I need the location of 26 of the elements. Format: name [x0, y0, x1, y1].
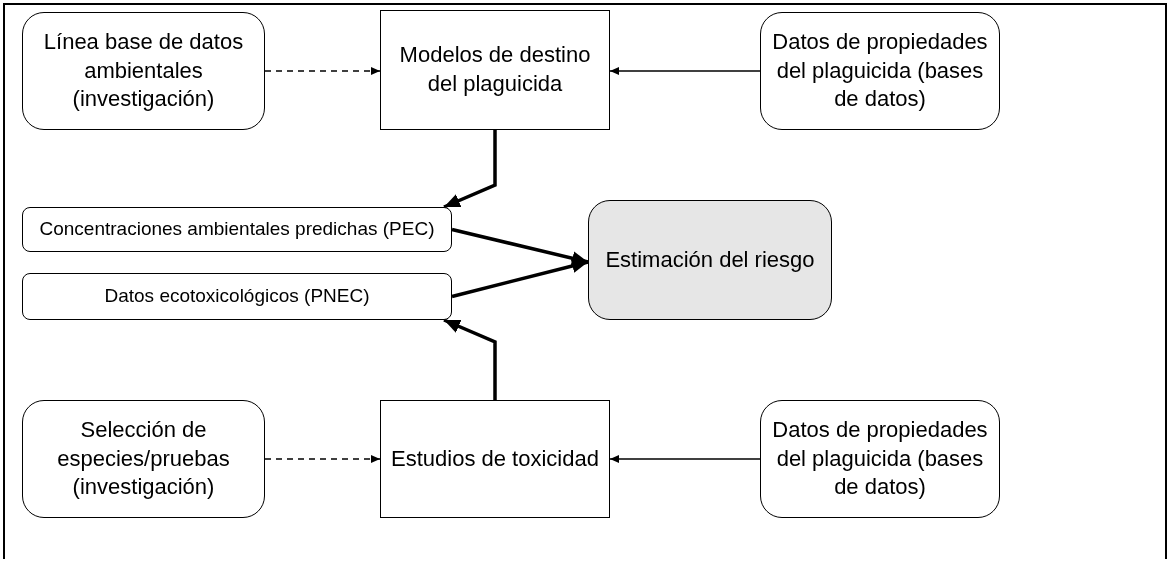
rounded-box — [760, 400, 1000, 518]
rounded-box — [22, 12, 265, 130]
arrow — [443, 130, 497, 209]
node-text: Modelos de destino del plaguicida — [398, 41, 592, 98]
process-box — [380, 10, 610, 130]
rounded-box — [588, 200, 832, 320]
node-text: Estudios de toxicidad — [391, 444, 599, 473]
arrow — [609, 455, 761, 463]
node-text: Datos de propiedades del plaguicida (bases de datos) — [771, 416, 989, 502]
arrow — [451, 227, 589, 266]
rounded-box — [22, 207, 452, 252]
rounded-box — [22, 400, 265, 518]
process-box — [380, 400, 610, 518]
node-text: Datos de propiedades del plaguicida (bases de datos) — [771, 28, 989, 114]
node-text: Concentraciones ambientales predichas (PEC) — [39, 217, 435, 242]
node-text: Estimación del riesgo — [605, 245, 815, 274]
arrow — [609, 67, 761, 75]
node-text: Datos ecotoxicológicos (PNEC) — [104, 284, 370, 309]
node-text: Selección de especies/pruebas (investigación) — [56, 416, 231, 502]
rounded-box — [760, 12, 1000, 130]
arrow — [451, 259, 589, 299]
arrow — [443, 318, 497, 400]
arrow — [264, 67, 381, 75]
rounded-box — [22, 273, 452, 320]
arrow — [264, 455, 381, 463]
node-text: Línea base de datos ambientales (investigación) — [42, 28, 245, 114]
